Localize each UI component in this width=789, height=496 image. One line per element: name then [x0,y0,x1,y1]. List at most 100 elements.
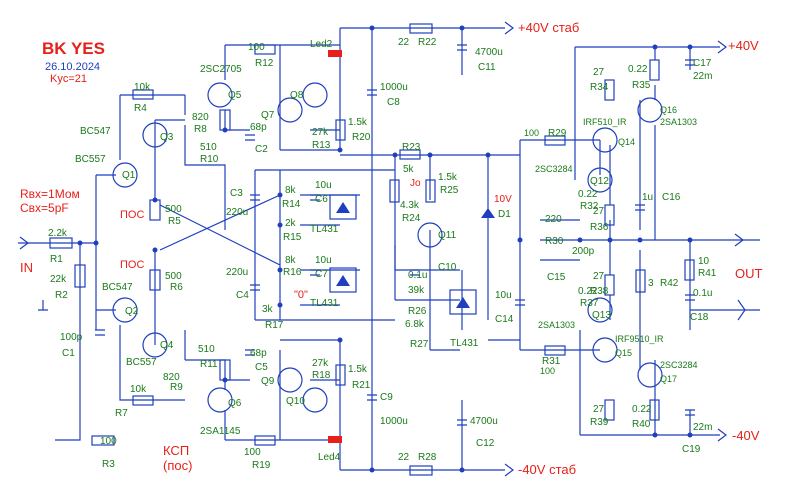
r3-value: 100 [100,436,117,447]
jo-label: Jo [410,178,421,189]
r39-label: R39 [590,417,609,428]
c1-label: C1 [62,348,75,359]
r37-label: R37 [580,298,599,309]
component-labels: 2.2k R1 22k R2 100 R3 10k R4 500 R5 500 … [48,37,717,471]
zero-point-label: "0" [294,289,308,301]
q7-label: Q7 [261,110,275,121]
r21-value: 1.5k [348,364,368,375]
c11-value: 4700u [475,47,503,58]
r35-label: R35 [632,80,651,91]
c12-label: C12 [476,438,495,449]
q13-type: 2SA1303 [538,320,575,330]
tl431-mid-label: TL431 [310,298,339,309]
r42-label: R42 [660,278,679,289]
r12-value: 100 [248,42,265,53]
regulator-symbols [328,50,495,443]
c12-value: 4700u [470,416,498,427]
input-label: IN [20,260,33,275]
ksp-label: КСП [163,443,189,458]
q14-type: IRF510_IR [583,117,627,127]
q6-type: 2SA1145 [200,426,241,437]
r23-label: R23 [402,142,421,153]
led4-label: Led4 [318,452,341,463]
r4-label: R4 [134,103,147,114]
c16-value: 1u [642,192,653,203]
r42-value: 3 [648,278,654,289]
q10-label: Q10 [286,396,305,407]
r28-label: R28 [418,452,437,463]
q2-type: BC547 [102,282,133,293]
q4-label: Q4 [160,340,174,351]
q9-label: Q9 [261,376,275,387]
r38-value: 27 [593,271,605,282]
r11-label: R11 [200,359,218,370]
r7-value: 10k [130,384,147,395]
r17-label: R17 [265,320,284,331]
output-label: OUT [735,266,763,281]
c7-label: C7 [315,269,328,280]
q16-label: Q16 [660,105,677,115]
q11-label: Q11 [438,230,457,241]
r29-value: 100 [524,128,539,138]
led2-label: Led2 [310,39,333,50]
c2-value: 68p [250,122,267,133]
c6-value: 10u [315,180,332,191]
r20-value: 1.5k [348,117,368,128]
c15-value: 200p [572,246,595,257]
c18-label: C18 [690,312,709,323]
q1-type: BC557 [75,154,106,165]
stab-pos-label: +40V стаб [518,20,579,35]
c9-value: 1000u [380,416,408,427]
r14-value: 8k [285,185,297,196]
r6-value: 500 [165,271,182,282]
r9-value: 820 [163,372,180,383]
c15-label: C15 [547,272,566,283]
c17-label: C17 [693,58,712,69]
r6-label: R6 [170,282,183,293]
r26-value: 39k [408,285,425,296]
c3-value: 220u [226,207,248,218]
r16-label: R16 [283,267,302,278]
c5-value: 68p [250,348,267,359]
r27-label: R27 [410,339,429,350]
r5-label: R5 [168,216,181,227]
r1-label: R1 [50,254,63,265]
terminal-arrows [19,21,746,477]
pos-label-top: ПОС [120,209,144,221]
q5-label: Q5 [228,90,242,101]
q1-label: Q1 [122,170,136,181]
tl431-top-label: TL431 [310,224,339,235]
r39-value: 27 [593,404,605,415]
pos-label-bottom: ПОС [120,259,144,271]
r1-value: 2.2k [48,228,68,239]
r22-label: R22 [418,37,437,48]
q15-label: Q15 [615,348,632,358]
r27-value: 6.8k [405,319,425,330]
r10-label: R10 [200,154,219,165]
transistor-symbols [112,82,663,413]
r15-value: 2k [285,218,297,229]
c14-value: 10u [495,290,512,301]
q16-type: 2SA1303 [660,117,697,127]
q14-label: Q14 [618,137,635,147]
r34-label: R34 [590,82,609,93]
r20-label: R20 [352,132,371,143]
r21-label: R21 [352,380,371,391]
r14-label: R14 [282,199,301,210]
r38-label: R38 [590,286,609,297]
c8-value: 1000u [380,82,408,93]
r26-label: R26 [408,306,427,317]
r24-label: R24 [402,213,421,224]
r31-value: 100 [540,366,555,376]
r32-value: 0.22 [578,189,598,200]
q4-type: BC557 [126,357,157,368]
junction-dots [77,25,693,473]
q15-type: IRF9510_IR [615,334,664,344]
r30-label: R30 [545,236,564,247]
r16-value: 8k [285,255,297,266]
c6-label: C6 [315,194,328,205]
c4-value: 220u [226,267,248,278]
r24-top-value: 5k [403,164,415,175]
schematic-title: BK YES [42,39,105,58]
